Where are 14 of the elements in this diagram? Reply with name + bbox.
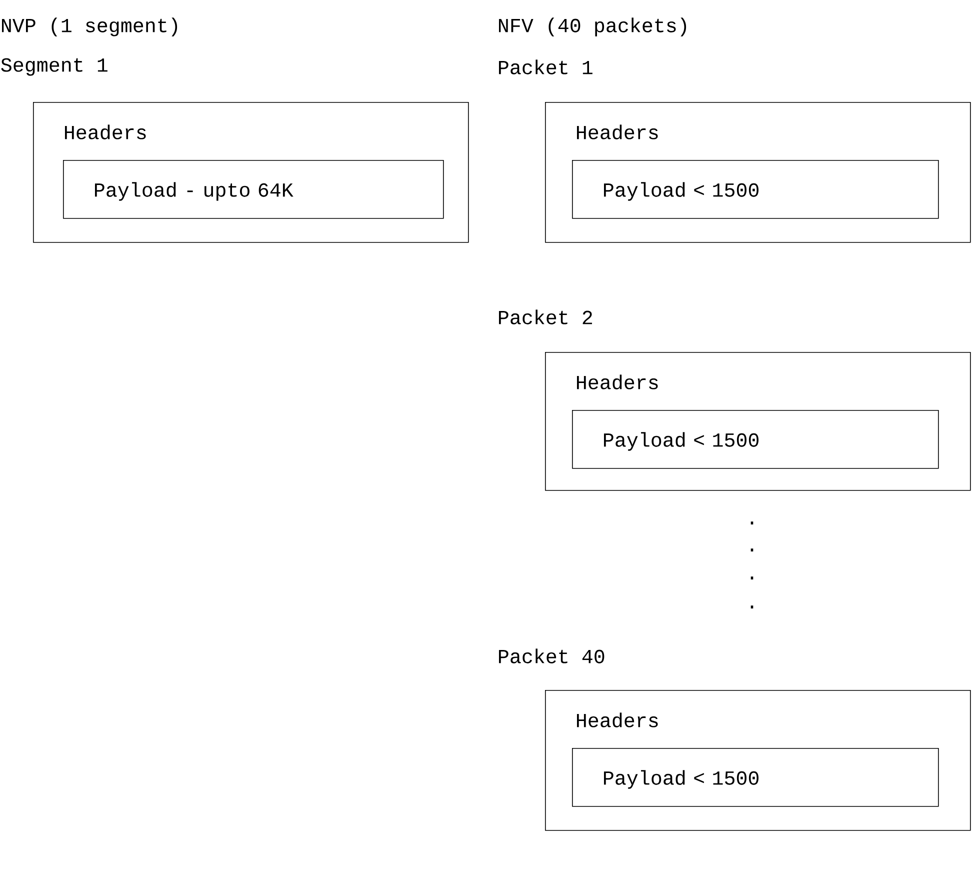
ellipsis-dot: . (750, 606, 754, 608)
box-heading: Packet 40 (499, 648, 604, 664)
box-heading: Packet 2 (499, 310, 592, 324)
ellipsis-dot: . (750, 576, 754, 580)
payload-box: Payload < 1500 (572, 748, 939, 807)
payload-box: Payload - upto 64K (63, 160, 444, 219)
box-heading: Segment 1 (1, 58, 108, 76)
column-title: NFV (40 packets) (499, 18, 686, 36)
ellipsis-dot: . (750, 522, 754, 524)
payload-box: Payload < 1500 (572, 410, 939, 469)
box-heading: Packet 1 (499, 60, 592, 74)
column-title: NVP (1 segment) (2, 18, 178, 36)
ellipsis-dot: . (750, 548, 754, 552)
payload-box: Payload < 1500 (572, 160, 939, 219)
